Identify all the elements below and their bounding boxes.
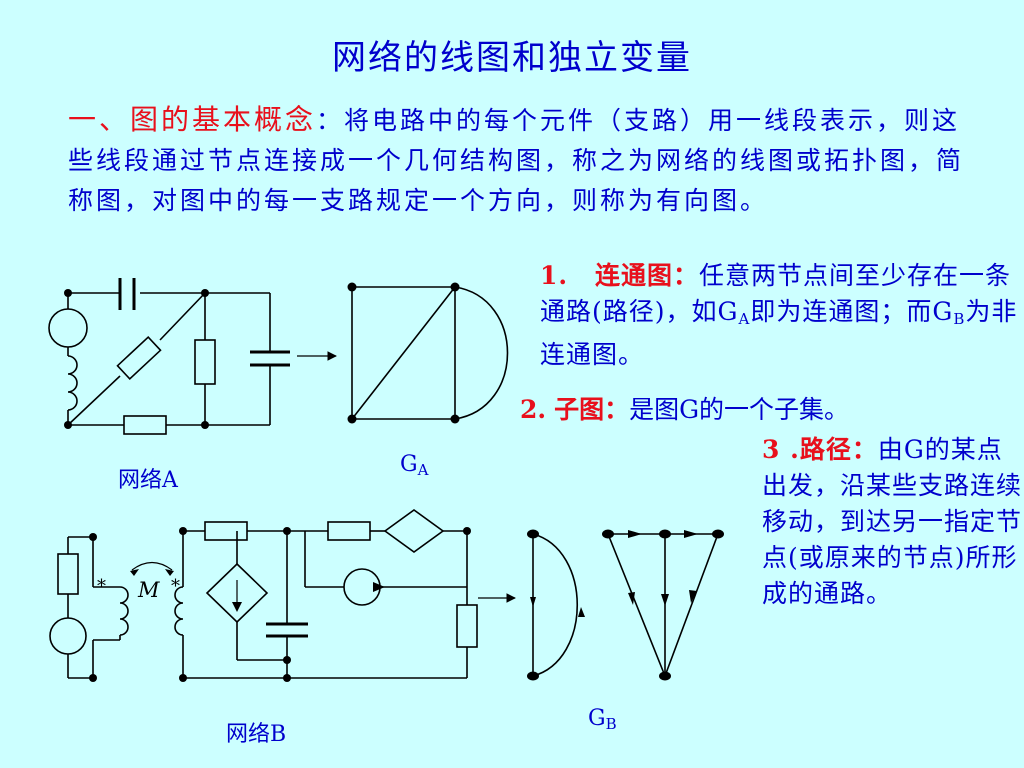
item1-sub-b: B bbox=[953, 310, 966, 328]
item3-number: 3 . bbox=[762, 435, 800, 464]
ga-label-main: G bbox=[400, 452, 418, 477]
dot-marker-left: * bbox=[97, 576, 106, 597]
definition-path: 3 .路径：由G的某点出发，沿某些支路连续移动，到达另一指定节点(或原来的节点)… bbox=[762, 432, 1022, 612]
item3-text: 由G的某点出发，沿某些支路连续移动，到达另一指定节点(或原来的节点)所形成的通路… bbox=[762, 435, 1023, 608]
item1-number: 1. bbox=[540, 261, 569, 290]
gb-label-sub: B bbox=[605, 715, 617, 733]
definition-connected-graph: 1. 连通图：任意两节点间至少存在一条通路(路径)，如GA即为连通图；而GB为非… bbox=[540, 258, 1020, 373]
item1-text-a: 任意两节点间至少存在一条通路(路径)，如G bbox=[540, 261, 1011, 326]
gb-label-main: G bbox=[588, 706, 606, 731]
item1-sub-a: A bbox=[738, 310, 751, 328]
item1-text-b: 即为连通图；而G bbox=[750, 297, 954, 326]
item1-text-c: 为非连通图。 bbox=[540, 297, 1018, 369]
intro-paragraph: 一、图的基本概念：将电路中的每个元件（支路）用一线段表示，则这些线段通过节点连接… bbox=[68, 100, 968, 221]
mutual-inductance-label: M bbox=[138, 578, 160, 602]
section-heading: 一、图的基本概念 bbox=[68, 103, 317, 136]
network-b-circuit bbox=[49, 509, 516, 679]
definition-subgraph: 2. 子图：是图G的一个子集。 bbox=[520, 392, 1000, 428]
intro-text: 将电路中的每个元件（支路）用一线段表示，则这些线段通过节点连接成一个几何结构图，… bbox=[68, 106, 965, 215]
item2-term: 子图： bbox=[554, 395, 630, 424]
item2-number: 2. bbox=[520, 395, 547, 424]
heading-colon: ： bbox=[316, 106, 345, 135]
item3-term: 路径： bbox=[799, 435, 878, 464]
network-a-label: 网络A bbox=[118, 468, 178, 493]
gb-label: GB bbox=[588, 706, 617, 733]
network-b-label: 网络B bbox=[226, 722, 287, 747]
graph-ga bbox=[347, 282, 509, 424]
network-a-nodes bbox=[64, 289, 209, 429]
network-a-circuit bbox=[48, 278, 337, 435]
graph-gb bbox=[527, 529, 724, 681]
network-b-nodes bbox=[89, 527, 471, 682]
ga-label-sub: A bbox=[417, 461, 429, 479]
page-title: 网络的线图和独立变量 bbox=[332, 38, 692, 78]
ga-label: GA bbox=[400, 452, 428, 479]
item2-text: 是图G的一个子集。 bbox=[629, 395, 850, 424]
item1-term: 连通图： bbox=[594, 261, 699, 290]
dot-marker-right: * bbox=[171, 576, 180, 597]
